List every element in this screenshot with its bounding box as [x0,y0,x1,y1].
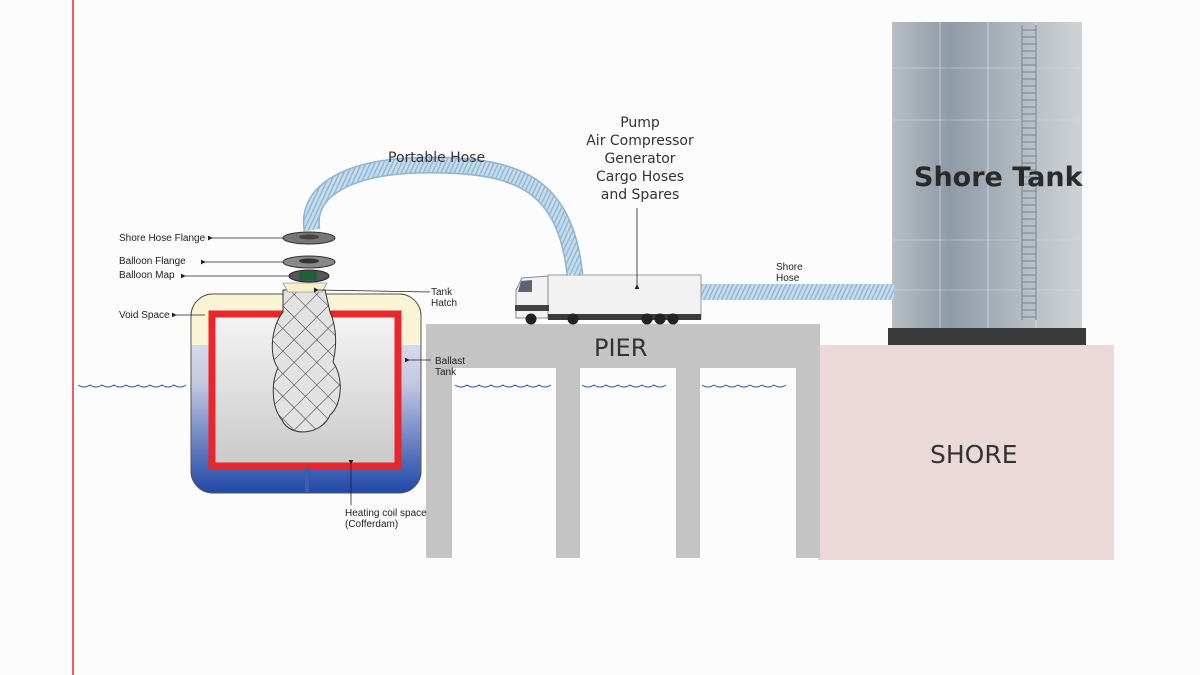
equipment-item: Cargo Hoses [595,169,685,185]
ladder [1021,25,1037,320]
shore-hose-flange-label: Shore Hose Flange [119,233,206,244]
shore-hose [700,284,894,300]
tank-hatch-label-line: Hatch [431,298,458,309]
equipment-item: Generator [604,151,676,167]
pier-label: PIER [594,334,648,362]
portable-hose-label: Portable Hose [388,150,486,166]
shore-tank-label: Shore Tank [914,162,1083,193]
heating-coil-label: Heating coil space (Cofferdam) [345,508,427,530]
void-space-label: Void Space [119,310,170,321]
equipment-item: Pump [620,115,660,131]
equipment-item: Air Compressor [586,133,694,149]
ballast-tank-label-line: Ballast [435,356,466,367]
balloon-flange-label: Balloon Flange [119,256,186,267]
tank-base [888,328,1086,345]
tanker-truck [515,274,702,325]
pier [426,324,820,558]
shore-hose-label-line: Shore [776,262,803,273]
portable-hose [304,157,582,276]
shore-tank [888,22,1086,345]
balloon [271,289,341,433]
shore-label: SHORE [930,440,1018,469]
heating-coil-label-line: Heating coil space [345,508,427,519]
shore-hose-label-line: Hose [776,273,800,284]
ballast-tank-label: Ballast Tank [435,356,465,378]
balloon-flange-part [282,255,336,269]
shore-ground [818,345,1114,560]
balloon-map-part [288,269,330,283]
leader-tank-hatch [313,287,431,293]
shore-hose-flange-part [282,231,336,245]
tank-hatch-label-line: Tank [431,287,453,298]
equipment-item: and Spares [600,187,680,203]
water-waves [77,384,787,388]
tank-hatch-label: Tank Hatch [431,287,457,309]
shore-hose-label: Shore Hose [776,262,803,284]
heating-coil-label-line: (Cofferdam) [345,519,399,530]
balloon-map-label: Balloon Map [119,270,175,281]
ballast-tank-label-line: Tank [435,367,457,378]
equipment-list: Pump Air Compressor Generator Cargo Hose… [570,114,710,204]
